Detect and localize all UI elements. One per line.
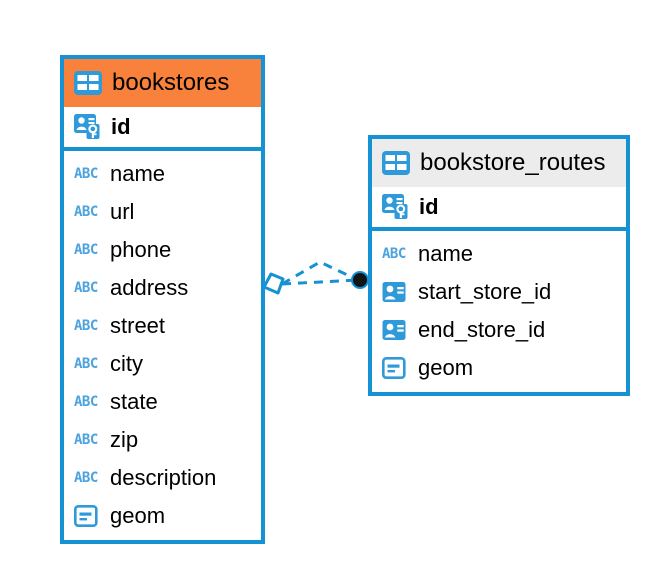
- field-label: id: [419, 194, 439, 219]
- relationship-diamond-endpoint: [262, 272, 285, 295]
- table-icon: [382, 150, 410, 176]
- abc-text-icon: ABC: [74, 204, 98, 220]
- field-label: geom: [418, 355, 474, 380]
- abc-text-icon: ABC: [74, 242, 98, 258]
- entity-header[interactable]: bookstores: [64, 59, 261, 107]
- primary-key-icon: [382, 194, 409, 220]
- field-label: start_store_id: [418, 279, 552, 304]
- relationship-circle-endpoint: [351, 271, 369, 289]
- field-label: end_store_id: [418, 317, 546, 342]
- abc-text-icon: ABC: [74, 280, 98, 296]
- field-row[interactable]: ABC name: [372, 235, 626, 273]
- geometry-icon: [73, 504, 100, 527]
- entity-field-list: ABC name start_store_id: [372, 231, 626, 392]
- field-row[interactable]: ABC zip: [64, 421, 261, 459]
- entity-table-bookstore-routes[interactable]: bookstore_routes: [368, 135, 630, 396]
- field-row[interactable]: start_store_id: [372, 273, 626, 311]
- field-row[interactable]: ABC name: [64, 155, 261, 193]
- field-label: name: [418, 241, 474, 266]
- entity-primary-key-row[interactable]: id: [64, 107, 261, 151]
- primary-key-icon: [74, 114, 101, 140]
- abc-text-icon: ABC: [74, 356, 98, 372]
- abc-text-icon: ABC: [74, 432, 98, 448]
- entity-table-bookstores[interactable]: bookstores: [60, 55, 265, 544]
- abc-text-icon: ABC: [382, 246, 406, 262]
- abc-text-icon: ABC: [74, 394, 98, 410]
- entity-title: bookstores: [112, 69, 230, 96]
- field-label: name: [110, 161, 166, 186]
- field-row[interactable]: geom: [372, 349, 626, 387]
- field-row[interactable]: end_store_id: [372, 311, 626, 349]
- field-label: description: [110, 465, 217, 490]
- field-row[interactable]: ABC state: [64, 383, 261, 421]
- entity-field-list: ABC name ABC url ABC phone ABC address A…: [64, 151, 261, 540]
- entity-primary-key-row[interactable]: id: [372, 187, 626, 231]
- entity-title: bookstore_routes: [420, 149, 606, 176]
- field-label: phone: [110, 237, 172, 262]
- field-row[interactable]: ABC street: [64, 307, 261, 345]
- field-label: url: [110, 199, 135, 224]
- abc-text-icon: ABC: [74, 166, 98, 182]
- field-row[interactable]: ABC description: [64, 459, 261, 497]
- field-label: state: [110, 389, 158, 414]
- field-label: city: [110, 351, 143, 376]
- foreign-key-icon: [382, 281, 408, 303]
- relationship-upper-branch: [281, 260, 359, 286]
- table-icon: [74, 70, 102, 96]
- abc-text-icon: ABC: [74, 318, 98, 334]
- field-label: address: [110, 275, 189, 300]
- field-row[interactable]: ABC address: [64, 269, 261, 307]
- field-label: zip: [110, 427, 139, 452]
- field-row[interactable]: ABC phone: [64, 231, 261, 269]
- relationship-lower-branch: [281, 278, 359, 286]
- field-row[interactable]: ABC city: [64, 345, 261, 383]
- entity-header[interactable]: bookstore_routes: [372, 139, 626, 187]
- geometry-icon: [381, 356, 408, 379]
- foreign-key-icon: [382, 319, 408, 341]
- field-label: id: [111, 114, 131, 139]
- field-row[interactable]: geom: [64, 497, 261, 535]
- abc-text-icon: ABC: [74, 470, 98, 486]
- field-row[interactable]: ABC url: [64, 193, 261, 231]
- field-label: geom: [110, 503, 166, 528]
- field-label: street: [110, 313, 166, 338]
